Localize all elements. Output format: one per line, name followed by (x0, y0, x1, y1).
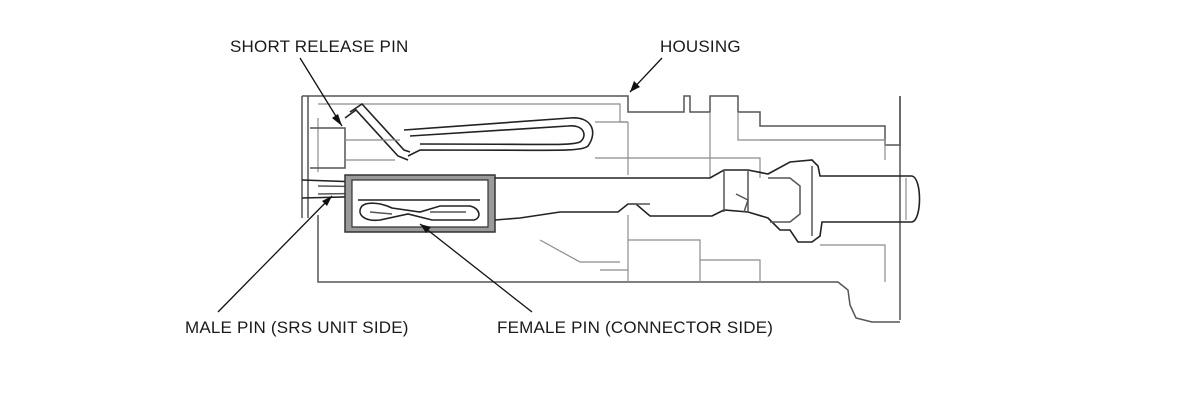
wire-and-crimp (494, 159, 921, 243)
housing-label: HOUSING (660, 37, 741, 56)
leader-short-release-pin (299, 57, 343, 127)
leader-female-pin (419, 223, 533, 313)
male-pin-label: MALE PIN (SRS UNIT SIDE) (185, 318, 409, 337)
short-release-pin (310, 102, 594, 169)
housing-outline (301, 95, 901, 323)
short-release-pin-label: SHORT RELEASE PIN (230, 37, 409, 56)
female-pin-label: FEMALE PIN (CONNECTOR SIDE) (497, 318, 774, 337)
leader-housing (629, 57, 663, 93)
female-pin (344, 174, 496, 233)
leader-male-pin (217, 195, 333, 313)
